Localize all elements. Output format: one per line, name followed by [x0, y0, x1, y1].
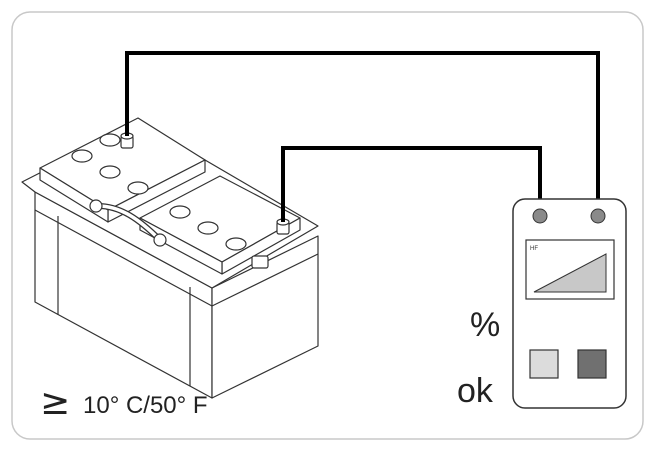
ok-indicator-light: [529, 349, 559, 379]
vent-cap: [169, 205, 191, 219]
tester-terminal-negative: [532, 208, 548, 224]
temperature-symbol: ≥: [40, 382, 70, 423]
vent-cap: [99, 133, 121, 147]
vent-cap: [127, 181, 149, 195]
battery-tester: HF: [512, 198, 627, 409]
test-cables: [125, 51, 600, 222]
vent-cap: [225, 237, 247, 251]
cable-negative: [281, 146, 542, 222]
vent-cap: [99, 165, 121, 179]
battery-groove: [34, 209, 319, 307]
battery-side-face: [211, 235, 319, 399]
handle-pivot: [153, 233, 167, 247]
battery: [21, 117, 319, 399]
ok-indicator-dark: [577, 349, 607, 379]
tester-screen-graph: [533, 253, 607, 293]
percent-label: %: [470, 306, 500, 344]
ok-label: ok: [457, 372, 494, 410]
vent-cap: [71, 149, 93, 163]
handle-pivot: [89, 199, 103, 213]
temperature-label: 10° C/50° F: [83, 392, 208, 419]
tester-terminal-positive: [590, 208, 606, 224]
cable-positive: [125, 51, 600, 210]
side-clip: [251, 255, 269, 269]
tester-screen-label: HF: [530, 246, 538, 252]
vent-cap: [197, 221, 219, 235]
